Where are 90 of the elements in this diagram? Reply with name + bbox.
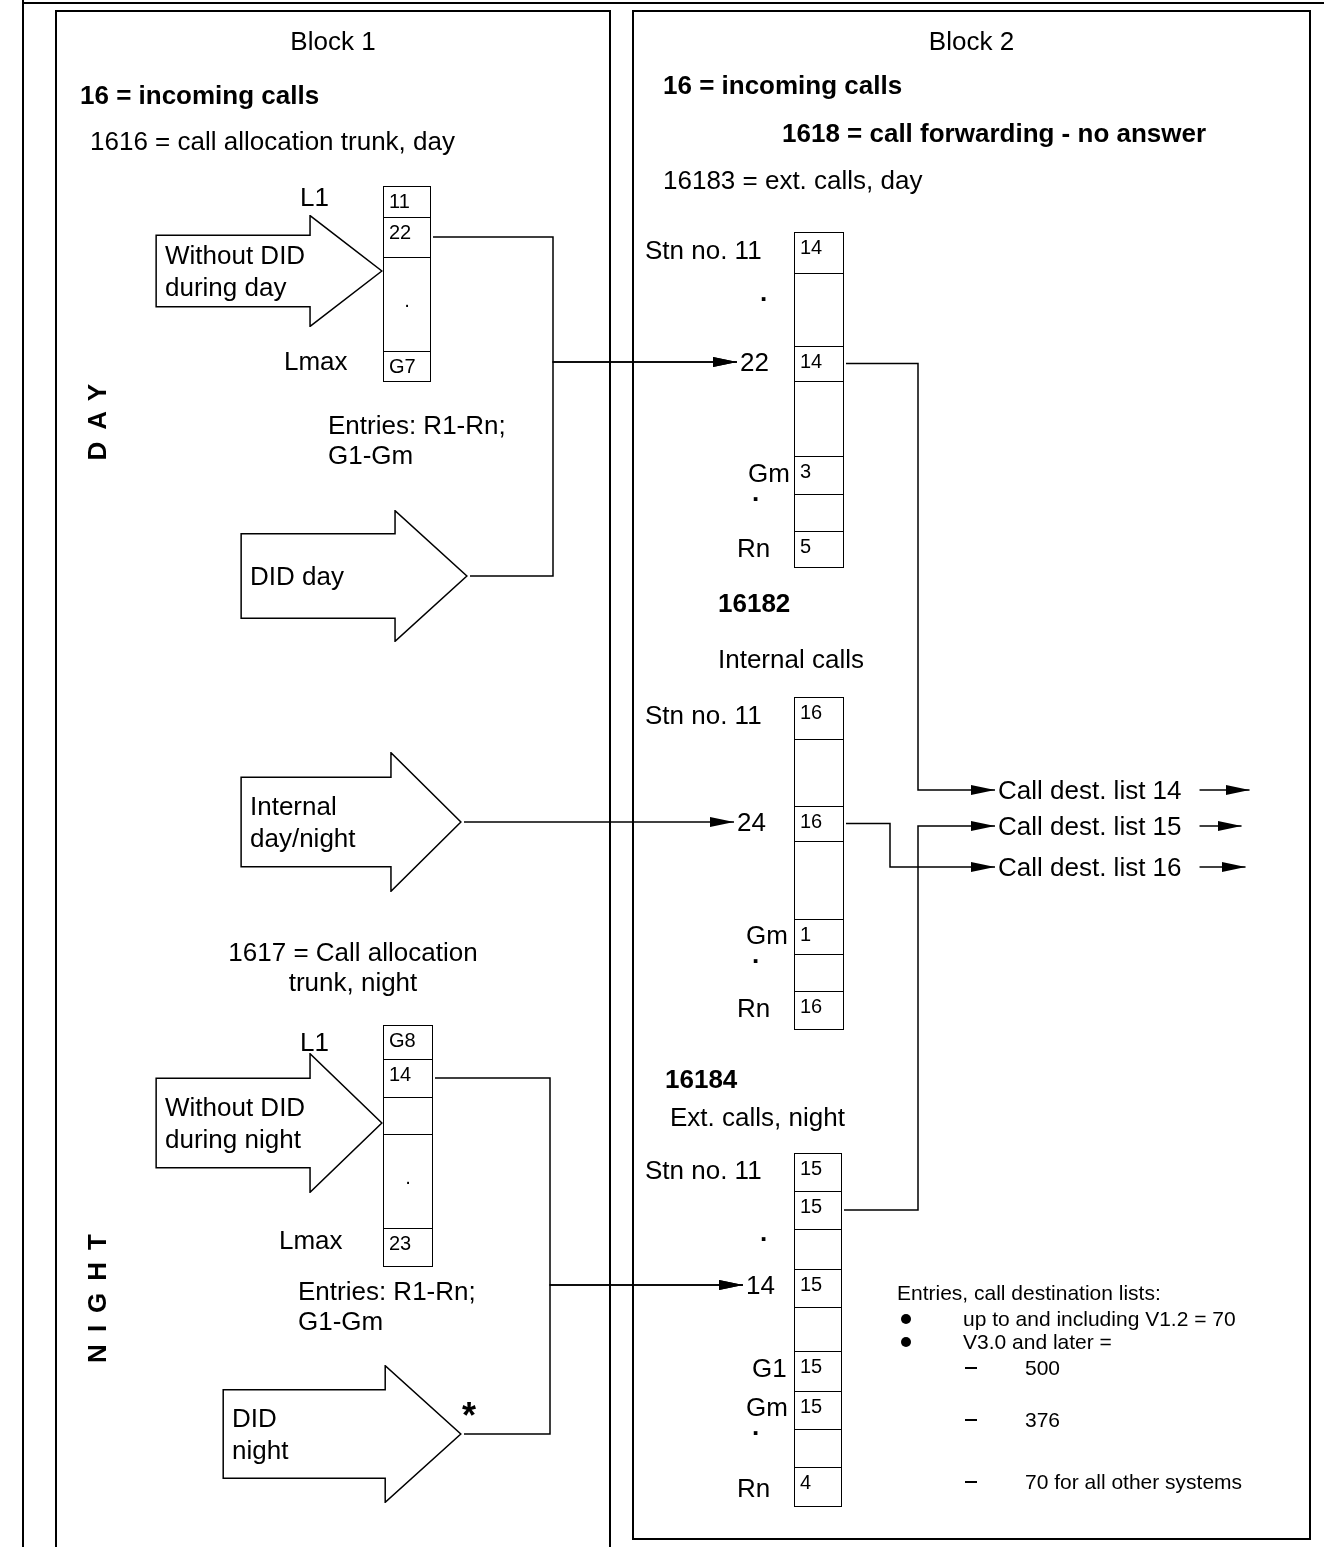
- block-arrow: [222, 1365, 462, 1503]
- label: L1: [300, 182, 329, 212]
- label: G1: [752, 1353, 787, 1383]
- table-cell-text: 14: [799, 235, 824, 260]
- table-cell: 15: [795, 1351, 841, 1391]
- table-cell: 15: [795, 1269, 841, 1307]
- arrow-label: Without DID during night: [165, 1091, 307, 1155]
- heading: 16182: [718, 588, 791, 618]
- list-label: Call dest. list 16: [998, 852, 1182, 882]
- note-text: up to and including V1.2 = 70: [963, 1307, 1236, 1330]
- note-text: 70 for all other systems: [1025, 1470, 1243, 1493]
- table: [794, 232, 844, 568]
- arrow: [463, 1280, 744, 1435]
- label: Rn: [737, 1473, 771, 1503]
- dot-mark: .: [760, 1222, 768, 1242]
- arrow: [1198, 821, 1243, 831]
- table-cell-text: 16: [799, 700, 824, 725]
- heading: 16 = incoming calls: [80, 80, 320, 110]
- arrow: [1198, 862, 1247, 872]
- label: Lmax: [284, 346, 348, 376]
- heading: 1618 = call forwarding - no answer: [782, 118, 1207, 148]
- table-cell: ·: [384, 1134, 432, 1228]
- label: Stn no. 11: [645, 700, 762, 730]
- label: Entries: R1-Rn; G1-Gm: [328, 410, 507, 470]
- arrow: [845, 362, 996, 795]
- heading: 16 = incoming calls: [663, 70, 903, 100]
- label: 16183 = ext. calls, day: [663, 165, 923, 195]
- block-arrow: [155, 1053, 383, 1193]
- label: Internal calls: [718, 644, 864, 674]
- label: Stn no. 11: [645, 1155, 762, 1185]
- table-cell: 4: [795, 1467, 841, 1506]
- arrow: [843, 821, 996, 1211]
- table-cell: 15: [795, 1191, 841, 1229]
- arrow: [469, 357, 738, 577]
- arrow-label: DID day: [250, 560, 345, 592]
- table: [383, 1025, 433, 1267]
- table-cell: 14: [795, 346, 843, 381]
- block-arrow: [240, 510, 468, 642]
- row-label: 14: [746, 1270, 775, 1300]
- label: Stn no. 11: [645, 235, 762, 265]
- arrow-label: DID night: [232, 1402, 290, 1466]
- row-label: 22: [740, 347, 769, 377]
- dot-mark: .: [760, 282, 768, 302]
- arrow-label: Internal day/night: [250, 790, 357, 854]
- block-arrow: [155, 215, 383, 327]
- note-text: 500: [1025, 1356, 1061, 1379]
- panel-title: Block 1: [289, 26, 377, 57]
- section-label: DAY: [82, 372, 112, 461]
- table-cell: 15: [795, 1391, 841, 1429]
- table-cell-text: 15: [799, 1156, 824, 1181]
- table-cell: G7: [384, 351, 430, 381]
- label: L1: [300, 1027, 329, 1057]
- table-cell: 1: [795, 919, 843, 954]
- list-label: Call dest. list 15: [998, 811, 1182, 841]
- list-label: Call dest. list 14: [998, 775, 1182, 805]
- row-label: 24: [737, 807, 766, 837]
- arrow: [1198, 785, 1251, 795]
- table-cell-text: 11: [388, 189, 411, 214]
- table: [794, 1153, 842, 1507]
- panel-title: Block 2: [927, 26, 1016, 57]
- table-cell: ·: [384, 257, 430, 351]
- table-cell: 16: [795, 806, 843, 841]
- note-text: V3.0 and later =: [963, 1330, 1112, 1353]
- section-label: NIGHT: [82, 1222, 112, 1363]
- table-cell: 22: [384, 217, 430, 257]
- label: Lmax: [279, 1225, 343, 1255]
- label: 1616 = call allocation trunk, day: [90, 126, 455, 156]
- asterisk-mark: *: [462, 1398, 476, 1434]
- table-cell-text: G8: [388, 1028, 417, 1053]
- block-arrow: [240, 752, 462, 892]
- arrow: [463, 817, 735, 827]
- heading: 16184: [665, 1064, 738, 1094]
- note-text: 376: [1025, 1408, 1061, 1431]
- table-cell: 23: [384, 1228, 432, 1266]
- panel: [632, 10, 1311, 1540]
- panel: [55, 10, 611, 1547]
- table-cell: 16: [795, 991, 843, 1029]
- table-cell: 5: [795, 531, 843, 567]
- table-cell: 3: [795, 456, 843, 494]
- label: Rn: [737, 533, 771, 563]
- table: [383, 186, 431, 382]
- label: 1617 = Call allocation trunk, night: [227, 937, 479, 997]
- arrow-label: Without DID during day: [165, 239, 307, 303]
- arrow: [845, 822, 996, 872]
- table: [794, 697, 844, 1030]
- label: Ext. calls, night: [670, 1102, 845, 1132]
- label: Rn: [737, 993, 771, 1023]
- label: Entries: R1-Rn; G1-Gm: [298, 1276, 477, 1336]
- note-text: Entries, call destination lists:: [897, 1281, 1161, 1304]
- table-cell: 14: [384, 1059, 432, 1097]
